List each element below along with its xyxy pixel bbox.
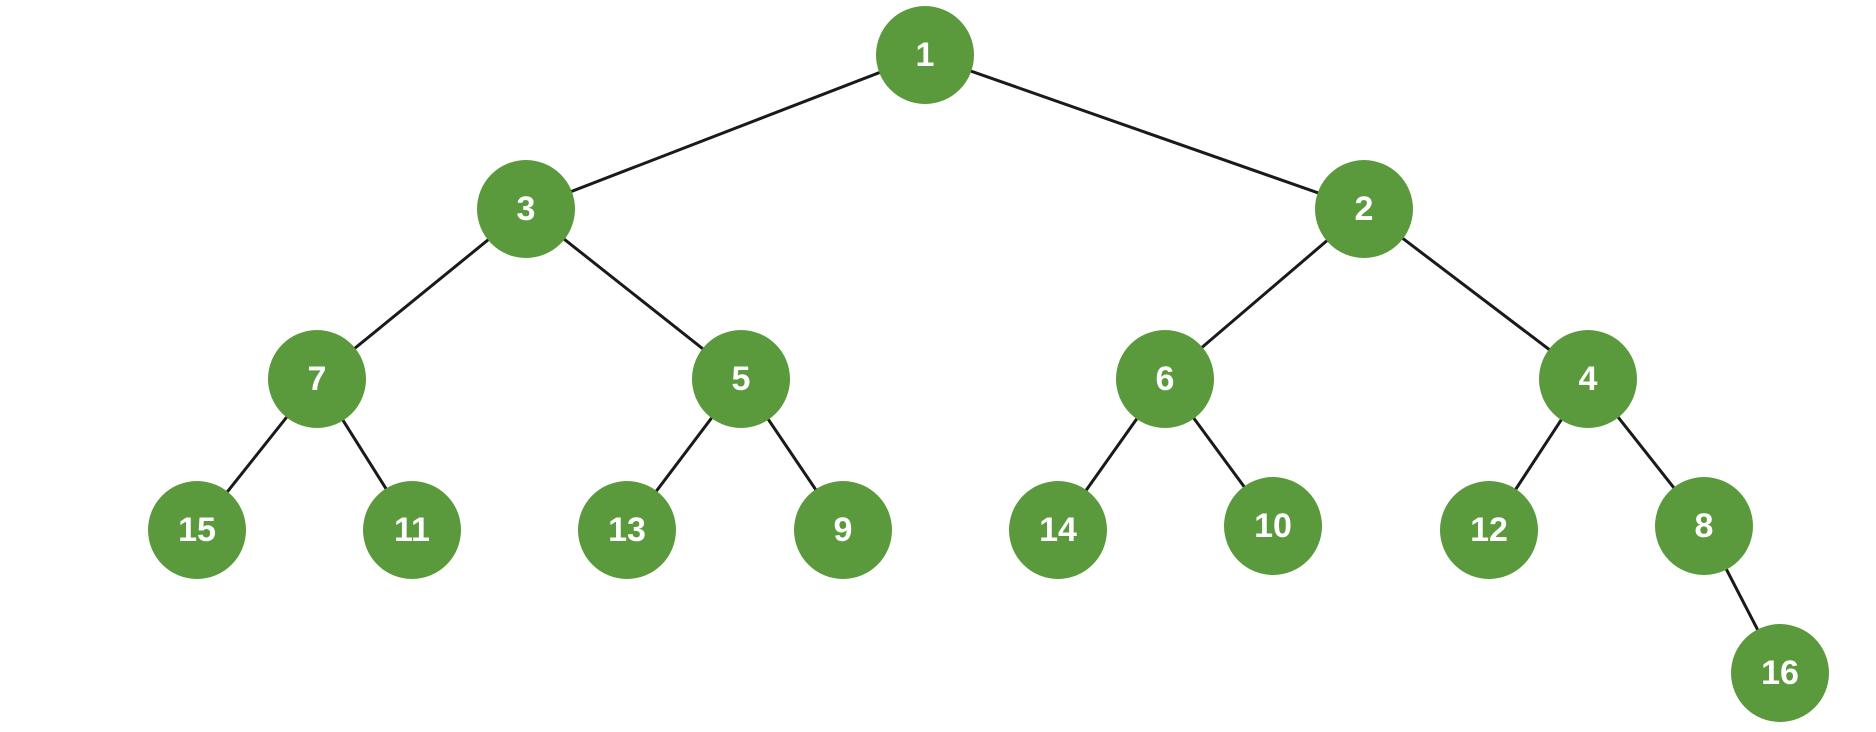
node-label: 4	[1579, 360, 1598, 398]
tree-node-7: 7	[268, 330, 366, 428]
tree-node-6: 6	[1116, 330, 1214, 428]
tree-node-1: 1	[876, 6, 974, 104]
tree-node-8: 8	[1655, 477, 1753, 575]
node-label: 8	[1695, 507, 1714, 545]
node-label: 14	[1039, 511, 1077, 549]
tree-node-16: 16	[1731, 624, 1829, 722]
node-label: 7	[308, 360, 327, 398]
node-label: 11	[394, 511, 430, 549]
tree-node-11: 11	[363, 481, 461, 579]
node-label: 10	[1254, 507, 1292, 545]
node-circle	[1731, 624, 1829, 722]
node-circle	[268, 330, 366, 428]
node-label: 3	[517, 190, 536, 228]
node-circle	[876, 6, 974, 104]
tree-node-13: 13	[578, 481, 676, 579]
edge-n1-n3	[525, 53, 926, 211]
node-label: 6	[1156, 360, 1175, 398]
node-circle	[794, 481, 892, 579]
node-circle	[1009, 481, 1107, 579]
tree-node-3: 3	[477, 160, 575, 258]
tree-node-10: 10	[1224, 477, 1322, 575]
tree-node-5: 5	[692, 330, 790, 428]
node-label: 1	[916, 36, 935, 74]
node-circle	[1539, 330, 1637, 428]
edge-n1-n2	[924, 53, 1365, 211]
node-label: 13	[608, 511, 646, 549]
node-label: 16	[1761, 654, 1799, 692]
node-circle	[1655, 477, 1753, 575]
node-circle	[1315, 160, 1413, 258]
node-label: 2	[1355, 190, 1374, 228]
node-circle	[1224, 477, 1322, 575]
node-circle	[1440, 481, 1538, 579]
node-label: 9	[834, 511, 853, 549]
tree-node-9: 9	[794, 481, 892, 579]
tree-node-14: 14	[1009, 481, 1107, 579]
tree-node-2: 2	[1315, 160, 1413, 258]
node-circle	[363, 481, 461, 579]
node-circle	[477, 160, 575, 258]
node-label: 5	[732, 360, 751, 398]
node-label: 15	[178, 511, 216, 549]
tree-node-4: 4	[1539, 330, 1637, 428]
tree-node-15: 15	[148, 481, 246, 579]
node-label: 12	[1470, 511, 1508, 549]
tree-node-12: 12	[1440, 481, 1538, 579]
node-circle	[692, 330, 790, 428]
node-circle	[578, 481, 676, 579]
node-circle	[148, 481, 246, 579]
node-circle	[1116, 330, 1214, 428]
